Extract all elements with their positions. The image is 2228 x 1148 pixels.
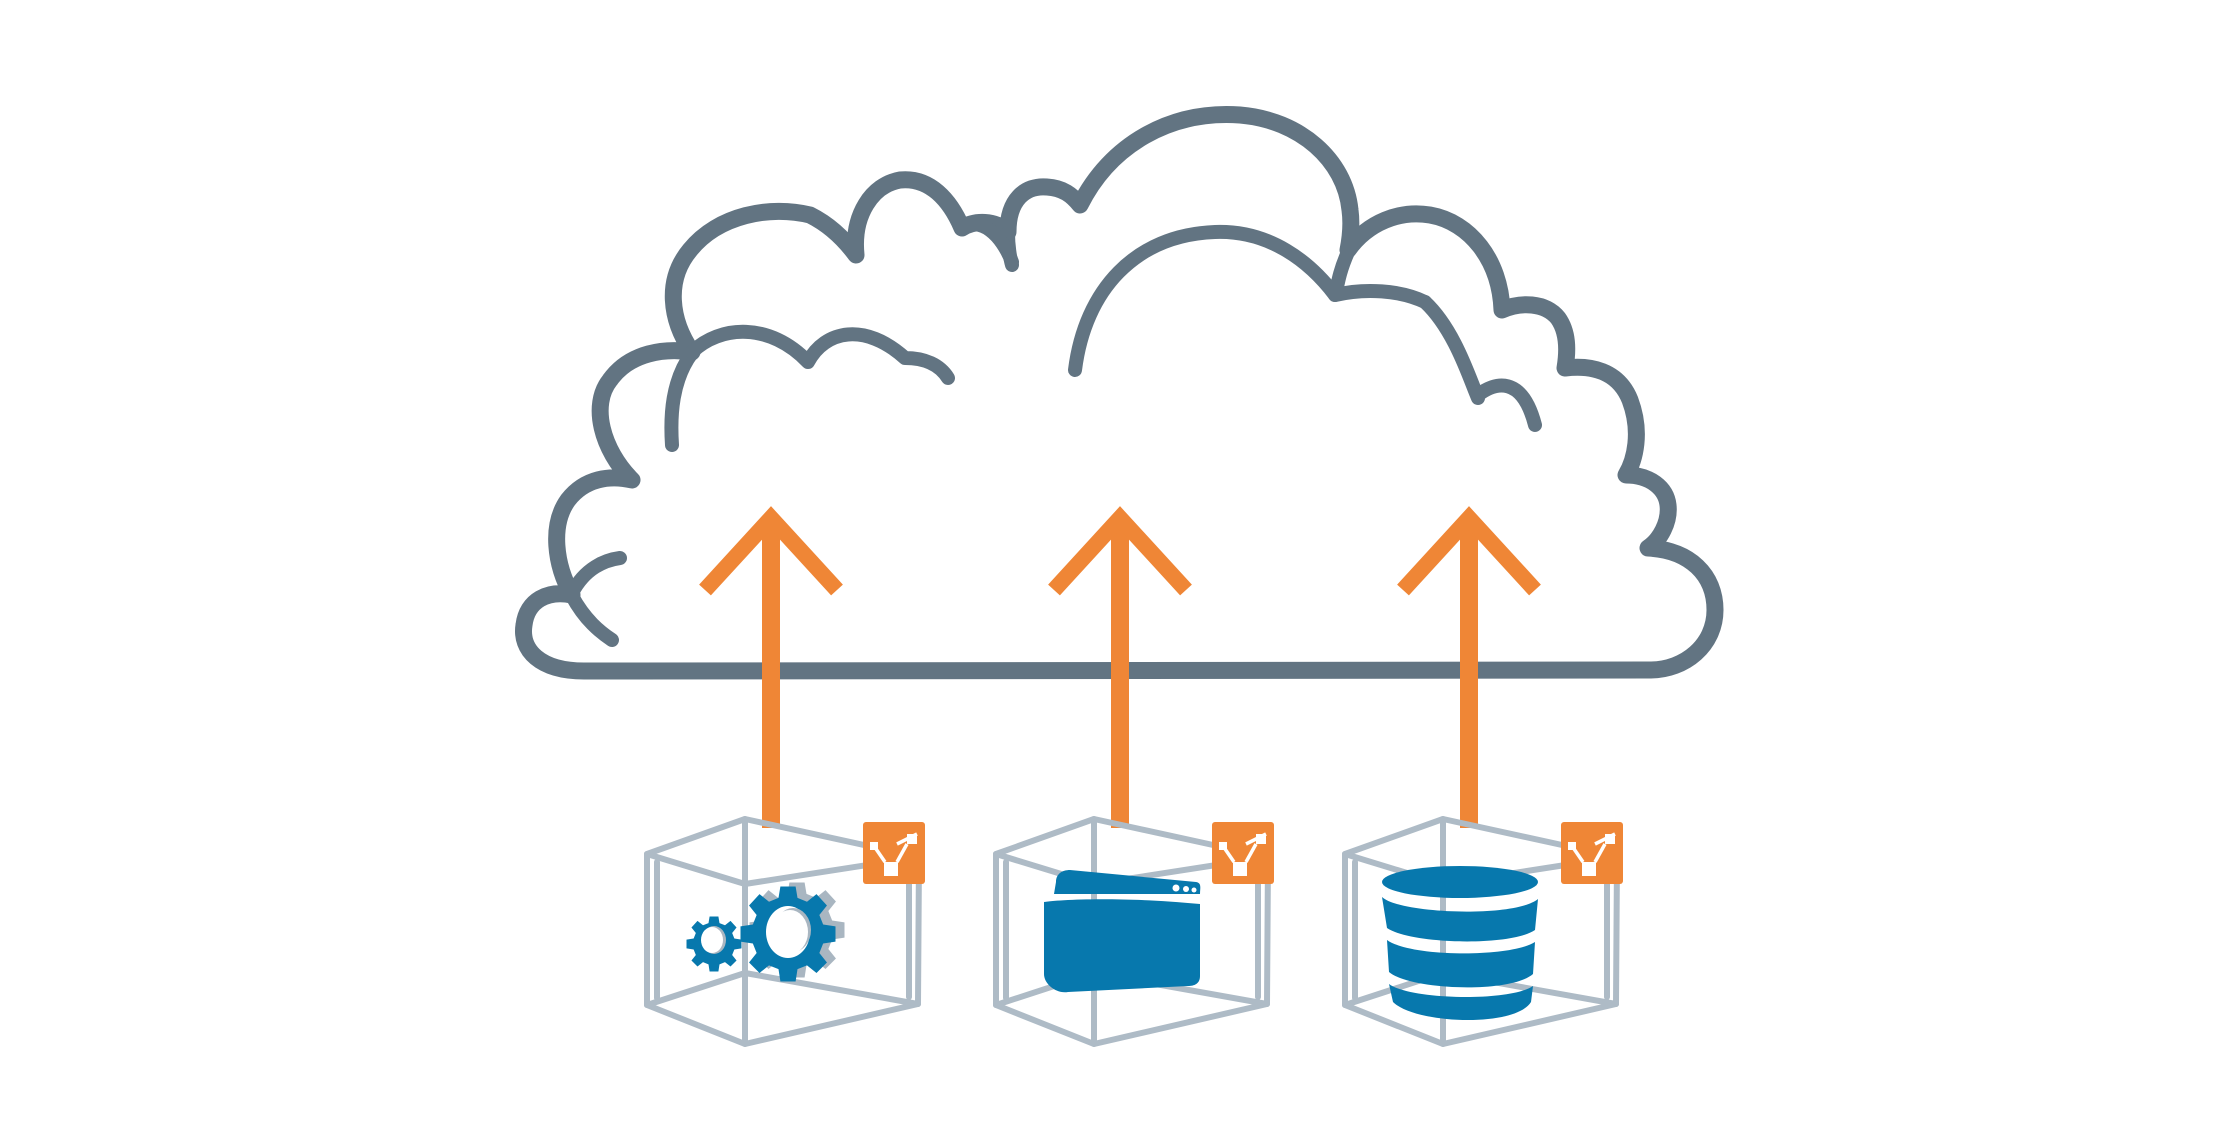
cloud-icon [515,106,1724,680]
app-window-icon [1044,870,1201,993]
network-node-icon [1559,820,1625,886]
upload-arrow-application [1048,506,1192,828]
node-services [647,819,927,1044]
network-node-icon [1210,820,1276,886]
network-node-icon [861,820,927,886]
node-application [996,819,1276,1044]
upload-arrow-services [699,506,843,828]
upload-arrow-database [1397,506,1541,828]
gears-icon [686,882,845,982]
node-database [1345,819,1625,1044]
database-icon [1382,866,1538,1021]
